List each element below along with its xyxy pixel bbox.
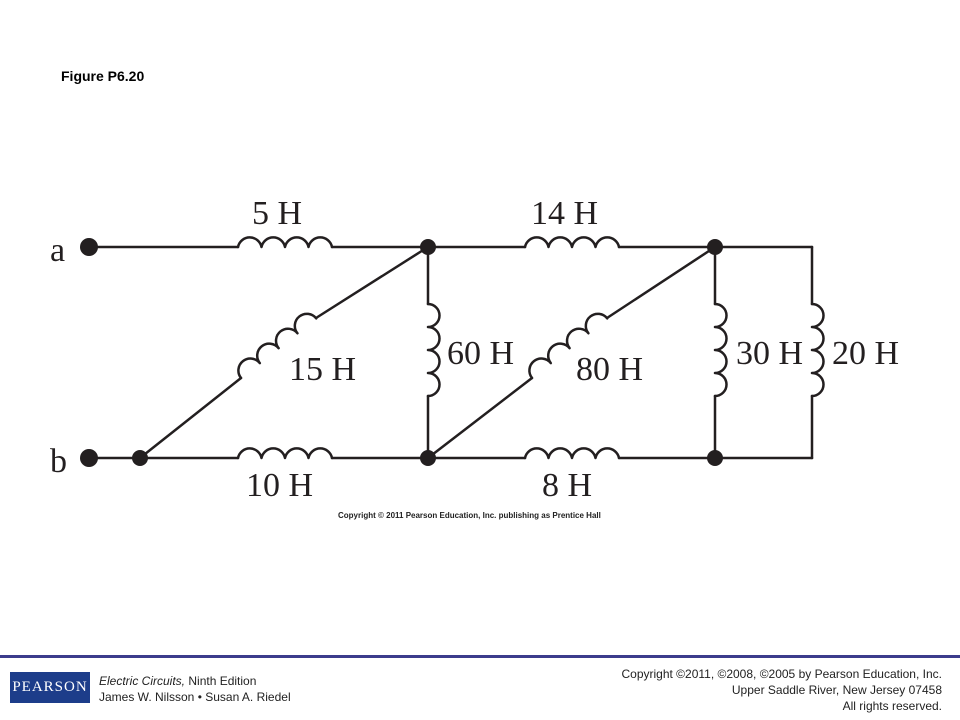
inductor-60h-label: 60 H	[447, 335, 514, 372]
terminal-a-label: a	[50, 232, 65, 269]
terminal-b-node	[80, 449, 98, 467]
publisher-copyright: Copyright ©2011, ©2008, ©2005 by Pearson…	[621, 666, 942, 714]
footer-divider	[0, 655, 960, 658]
copyright-line-2: Upper Saddle River, New Jersey 07458	[731, 683, 942, 697]
wire-80h-lower	[426, 376, 534, 460]
wire-15h-lower	[138, 376, 243, 460]
inductor-14h-label: 14 H	[531, 195, 598, 232]
node-bottom-right	[707, 450, 723, 466]
inductor-5h-coil	[236, 236, 334, 249]
node-bottom-middle	[420, 450, 436, 466]
inductor-30h-coil	[713, 302, 728, 398]
pearson-logo-text: PEARSON	[12, 679, 88, 695]
figure-copyright: Copyright © 2011 Pearson Education, Inc.…	[338, 511, 601, 520]
inductor-20h-label: 20 H	[832, 335, 899, 372]
inductor-20h-coil	[810, 302, 825, 398]
inductor-5h-label: 5 H	[252, 195, 302, 232]
inductor-8h-label: 8 H	[542, 467, 592, 504]
inductor-80h-label: 80 H	[576, 351, 643, 388]
terminal-b-label: b	[50, 443, 67, 480]
pearson-logo: PEARSON	[10, 672, 90, 703]
inductor-14h-coil	[523, 236, 621, 249]
node-top-right	[707, 239, 723, 255]
copyright-line-1: Copyright ©2011, ©2008, ©2005 by Pearson…	[621, 667, 942, 681]
node-bottom-left	[132, 450, 148, 466]
inductor-10h-coil	[236, 447, 334, 460]
wire-15h-upper	[314, 245, 430, 320]
book-title-line: Electric Circuits, Ninth Edition	[99, 673, 291, 689]
book-authors: James W. Nilsson • Susan A. Riedel	[99, 690, 291, 704]
inductor-60h-coil	[426, 302, 441, 398]
terminal-a-node	[80, 238, 98, 256]
inductor-8h-coil	[523, 447, 621, 460]
copyright-line-3: All rights reserved.	[842, 699, 942, 713]
node-top-middle	[420, 239, 436, 255]
figure-title: Figure P6.20	[61, 68, 145, 84]
inductor-80h-coil	[528, 312, 609, 380]
wire-80h-upper	[605, 245, 717, 320]
book-info: Electric Circuits, Ninth Edition James W…	[99, 673, 291, 705]
circuit-diagram: a b 5 H 14 H 15 H 60 H 80 H 30 H 20 H 10…	[50, 195, 899, 504]
inductor-15h-label: 15 H	[289, 351, 356, 388]
book-title: Electric Circuits,	[99, 674, 186, 688]
inductor-10h-label: 10 H	[246, 467, 313, 504]
inductor-30h-label: 30 H	[736, 335, 803, 372]
inductor-15h-coil	[237, 312, 318, 380]
book-edition: Ninth Edition	[188, 674, 257, 688]
